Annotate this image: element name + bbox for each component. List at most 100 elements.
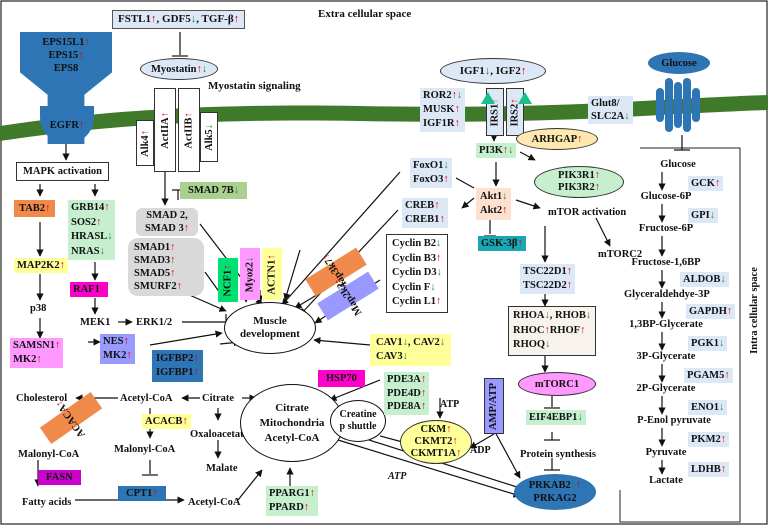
gene-line: PRKAB2↓↑ — [529, 479, 582, 492]
gene-line: Cyclin L1↑ — [392, 295, 442, 310]
gene-label: ACACA↑ — [54, 397, 88, 439]
gene-label: TAB2↑ — [19, 203, 51, 214]
mtor-activation-label: mTOR activation — [548, 207, 627, 218]
gene-line: CREB1↑ — [405, 213, 445, 227]
gene-label: FSTL1↑ — [118, 13, 157, 25]
gene-line: CAV3↓ — [376, 350, 445, 364]
gene-line: Cyclin F↓ — [392, 281, 442, 296]
ldhb-box: LDHB↑ — [688, 462, 730, 477]
p38-label: p38 — [30, 303, 47, 314]
gene-line: Akt2↑ — [480, 204, 507, 218]
gene-line: MUSK↑ — [423, 103, 462, 117]
rotated-label: NCF1↑ — [222, 264, 235, 296]
gene-line: PIK3R2↑ — [558, 182, 600, 194]
gene-label: SOS2↑ — [71, 216, 102, 228]
glycolysis-metabolite: 3P-Glycerate — [636, 351, 696, 362]
gene-label: Akt2↑ — [480, 205, 508, 216]
gene-line: SMAD5↑ — [134, 267, 198, 280]
gene-label: RHOA↓ — [513, 310, 550, 321]
gene-label: PPARG1↑ — [269, 488, 315, 499]
pparg1-ppard-box: PPARG1↑PPARD↑ — [266, 486, 318, 516]
gene-label: EIF4EBP1↓ — [529, 412, 583, 423]
gene-label: Cyclin D3↓ — [392, 267, 442, 278]
gene-label: EPS15↑ — [48, 50, 84, 61]
akt1-akt2-box: Akt1↓Akt2↑ — [476, 188, 512, 220]
gene-label: HSP70 — [326, 373, 357, 384]
receptor-triangle-left — [481, 92, 495, 104]
gene-label: CPT1↑ — [126, 488, 158, 499]
gene-line: PPARG1↑ — [269, 487, 315, 501]
gene-line: TSC22D1↑ — [523, 265, 572, 279]
gene-label: Glucose — [661, 57, 697, 69]
gene-line: HRASL↓ — [71, 230, 112, 245]
igfbp-box: IGFBP2↑IGFBP1↑ — [152, 350, 203, 382]
erk12-label: ERK1/2 — [136, 317, 173, 328]
smad-smurf-box: SMAD1↑SMAD3↑SMAD5↑SMURF2↑ — [128, 238, 204, 296]
gene-line: RHOA↓, RHOB↓ — [513, 309, 591, 324]
mek1-label: MEK1 — [80, 317, 111, 328]
gck-box: GCK↑ — [688, 176, 724, 191]
myostatin-signaling-label: Myostatin signaling — [208, 80, 301, 92]
smad2-smad3-box: SMAD 2,SMAD 3↑ — [136, 208, 198, 236]
gene-line: GRB14↑ — [71, 201, 112, 216]
gene-label: RHOQ↓ — [513, 339, 551, 350]
gene-label: HRASL↓ — [71, 231, 113, 242]
mitochondria-node: Citrate Mitochondria Acetyl-CoA — [240, 384, 344, 462]
gene-label: ALDOB↓ — [683, 274, 726, 285]
gene-label: Myostatin↑↓ — [151, 63, 207, 75]
gene-label: MK2↑ — [103, 350, 132, 361]
gene-label: SAMSN1↑ — [13, 340, 61, 351]
gene-label: SMURF2↑ — [134, 281, 182, 292]
gene-line: EPS8 — [20, 62, 112, 75]
gene-line: SOS2↑ — [71, 216, 112, 231]
gene-line: MK2↑ — [103, 349, 132, 363]
gene-label: IGFBP1↑ — [156, 367, 199, 378]
gene-label: GRB14↑ — [71, 202, 110, 213]
foxo1-foxo3-box: FoxO1↓FoxO3↑ — [410, 158, 452, 188]
smad7b-box: SMAD 7B↓ — [180, 182, 248, 199]
gene-line: Cyclin B3↑ — [392, 252, 442, 267]
gene-label: Alk5↓ — [203, 123, 215, 151]
arhgap-node: ARHGAP↑ — [516, 128, 598, 150]
pgam5-box: PGAM5↑ — [684, 368, 733, 383]
gene-label: PI3K↑↓ — [479, 145, 514, 156]
gene-line: ROR2↑↓ — [423, 89, 462, 103]
gene-line: SMAD3↑ — [134, 254, 198, 267]
gene-label: , IGF2↑ — [490, 64, 527, 77]
gene-label: CREB↑ — [405, 200, 440, 211]
gene-label: PIK3R1↑ — [558, 170, 600, 181]
gene-line: SMAD1↑ — [134, 241, 198, 254]
gene-label: TSC22D1↑ — [523, 266, 573, 277]
gene-line: IGF1R↑ — [423, 117, 462, 131]
ror2-musk-igf1r-box: ROR2↑↓ MUSK↑IGF1R↑ — [420, 88, 466, 132]
gene-line: PIK3R1↑ — [558, 170, 600, 182]
myoz2-box: Myoz2↓ — [240, 248, 260, 300]
rotated-label: ACTN1↑ — [266, 254, 279, 294]
pde-box: PDE3A↑PDE4D↑PDE8A↑ — [384, 372, 430, 415]
intracellular-space-label: Intra cellular space — [748, 266, 760, 354]
creb-creb1-box: CREB↑ CREB1↑ — [402, 198, 448, 228]
gene-label: ROR2↑↓ — [423, 90, 463, 101]
glucose-transporter-channel — [656, 78, 700, 132]
citrate-label: Citrate — [202, 393, 235, 404]
gene-label: GSK-3β↑ — [481, 238, 523, 249]
gene-line: SMAD 2, — [139, 209, 195, 222]
pik3r1-pik3r2-node: PIK3R1↑PIK3R2↑ — [534, 166, 624, 198]
gene-label: FoxO1↓ — [413, 160, 449, 171]
gapdh-box: GAPDH↑ — [686, 304, 736, 319]
gene-label: IGF1R↑ — [423, 118, 460, 129]
mapk-activation-box: MAPK activation — [16, 162, 110, 181]
gene-label: PIK3R2↑ — [558, 182, 600, 193]
malonyl-coa-mid-label: Malonyl-CoA — [114, 444, 176, 455]
gene-label: EPS15L1↑ — [42, 37, 90, 48]
gene-label: Alk4↑ — [139, 129, 151, 157]
rotated-label: AMP/ATP — [488, 382, 501, 429]
muscle-development-node: Muscle development — [224, 302, 316, 354]
gene-label: GPI↓ — [691, 210, 715, 221]
gene-label: MK2↑ — [13, 354, 42, 365]
extracellular-space-label: Extra cellular space — [318, 8, 412, 20]
gene-line: PDE8A↑ — [387, 400, 426, 414]
gene-line: Akt1↓ — [480, 190, 507, 204]
protein-synthesis-label: Protein synthesis — [520, 449, 596, 460]
eno1-box: ENO1↓ — [688, 400, 728, 415]
